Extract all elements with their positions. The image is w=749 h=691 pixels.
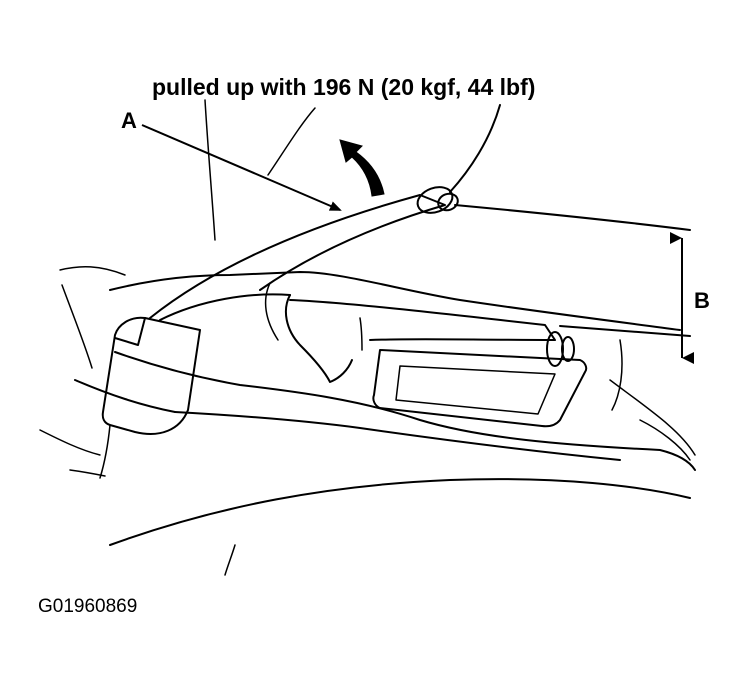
pull-direction-arrow-icon: [339, 139, 385, 197]
caption-leader: [449, 104, 501, 193]
seat-cushion: [109, 478, 691, 546]
force-caption: pulled up with 196 N (20 kgf, 44 lbf): [152, 74, 536, 100]
interior-outline: [39, 99, 696, 477]
seat-seam: [224, 544, 236, 576]
lever-lowered: [289, 299, 575, 367]
figure-id: G01960869: [38, 596, 138, 617]
label-b: B: [694, 288, 710, 313]
rear-console-box: [99, 316, 201, 479]
reference-line-upper: [454, 204, 691, 231]
label-a: A: [121, 108, 137, 133]
label-a-leader: [141, 124, 342, 211]
lever-raised: [149, 186, 459, 383]
center-console: [74, 271, 696, 471]
reference-line-lower: [559, 325, 691, 337]
